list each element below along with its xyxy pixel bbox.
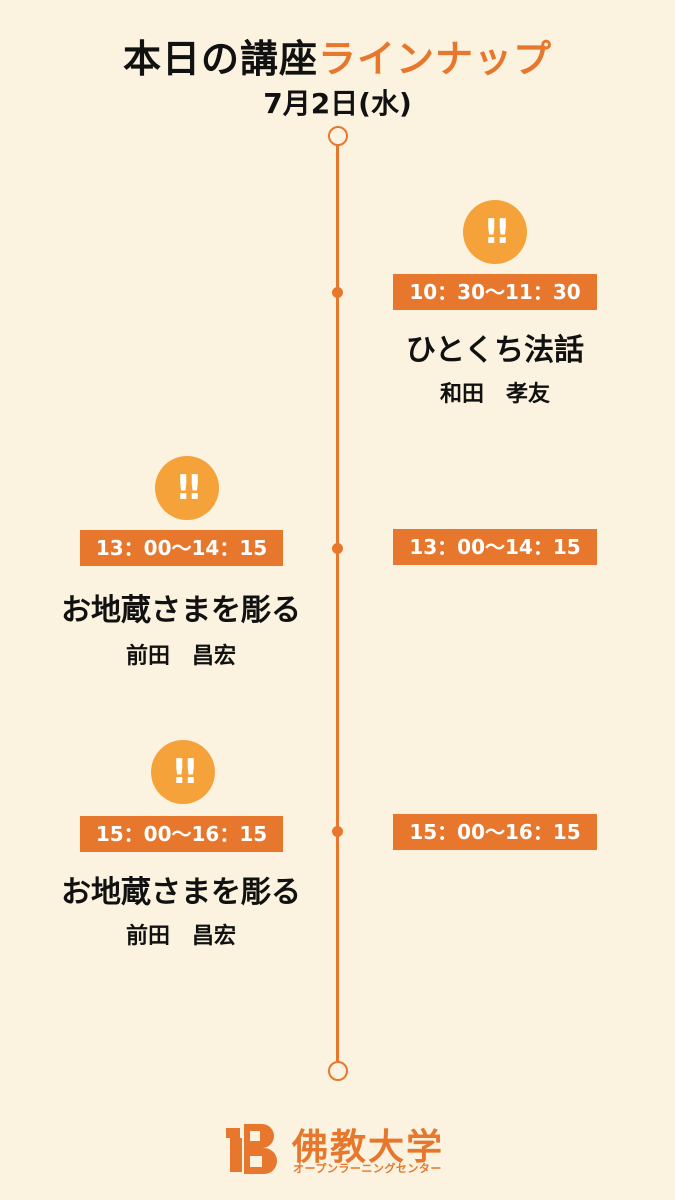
- exclamation-icon: !!: [155, 456, 219, 520]
- page-title-main: 本日の講座: [122, 37, 318, 81]
- page-date: 7月2日(水): [263, 87, 412, 120]
- university-subtitle: オープンラーニングセンター: [293, 1162, 442, 1175]
- university-name: 佛教大学: [292, 1127, 445, 1168]
- lecture-time-3: 13：00〜14：15: [393, 529, 597, 565]
- exclamation-icon: !!: [463, 200, 527, 264]
- exclamation-icon: !!: [151, 740, 215, 804]
- university-logo-icon: [226, 1124, 277, 1174]
- timeline-start-ring: [328, 126, 348, 146]
- lecturer-name-4: 前田 昌宏: [125, 924, 236, 949]
- lecture-time-1: 10：30〜11：30: [393, 274, 597, 310]
- timeline-line: [336, 143, 339, 1061]
- lecturer-name-2: 前田 昌宏: [125, 644, 236, 669]
- lecture-time-4: 15：00〜16：15: [80, 816, 283, 852]
- lecture-time-5: 15：00〜16：15: [393, 814, 597, 850]
- lecture-title-1: ひとくち法話: [405, 333, 585, 368]
- page-title: 本日の講座ラインナップ: [0, 28, 675, 83]
- timeline-end-ring: [328, 1061, 348, 1081]
- lecture-title-2: お地蔵さまを彫る: [61, 593, 301, 628]
- timeline-dot: [332, 287, 343, 298]
- lecturer-name-1: 和田 孝友: [439, 382, 550, 407]
- page-title-accent: ラインナップ: [318, 37, 553, 81]
- lecture-title-4: お地蔵さまを彫る: [61, 875, 301, 910]
- timeline-dot: [332, 543, 343, 554]
- timeline-dot: [332, 826, 343, 837]
- lecture-time-2: 13：00〜14：15: [80, 530, 283, 566]
